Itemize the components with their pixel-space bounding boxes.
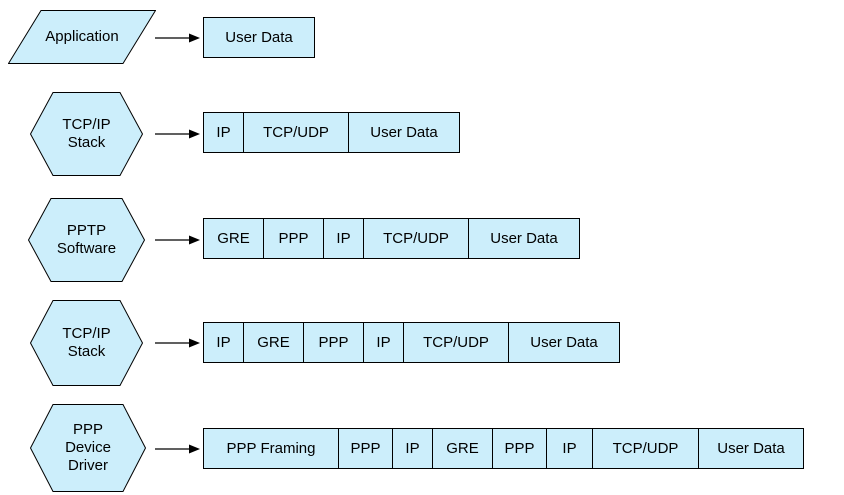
flow-arrow-ppp-device-driver-icon: [155, 442, 201, 460]
packet-field: PPP: [493, 429, 547, 468]
packet-field: IP: [204, 323, 244, 362]
packet-field: IP: [364, 323, 404, 362]
flow-arrow-application-icon: [155, 31, 201, 49]
stage-label-ppp-device-driver: PPP Device Driver: [65, 421, 111, 474]
flow-arrow-tcpip-stack-1-icon: [155, 127, 201, 145]
packet-field: PPP: [339, 429, 393, 468]
packet-field: GRE: [244, 323, 304, 362]
stage-label-pptp-software: PPTP Software: [56, 222, 117, 257]
flow-arrow-pptp-software-icon: [155, 233, 201, 251]
stage-shape-ppp-device-driver: PPP Device Driver: [30, 404, 146, 492]
packet-field: IP: [547, 429, 593, 468]
packet-field: TCP/UDP: [244, 113, 349, 152]
packet-field: PPP: [264, 219, 324, 258]
packet-field: IP: [324, 219, 364, 258]
packet-field: IP: [204, 113, 244, 152]
packet-field: PPP Framing: [204, 429, 339, 468]
flow-arrow-tcpip-stack-2-icon: [155, 336, 201, 354]
packet-field: User Data: [225, 29, 293, 46]
packet-field: IP: [393, 429, 433, 468]
packet-field: User Data: [530, 334, 598, 351]
stage-label-tcpip-stack-1: TCP/IP Stack: [62, 116, 111, 151]
packet-field: PPP: [304, 323, 364, 362]
packet-field: User Data: [490, 230, 558, 247]
packet-strip-application: User Data: [203, 17, 315, 58]
packet-field: User Data: [717, 440, 785, 457]
packet-field: TCP/UDP: [404, 323, 509, 362]
packet-field: GRE: [433, 429, 493, 468]
packet-field: GRE: [204, 219, 264, 258]
stage-shape-tcpip-stack-2: TCP/IP Stack: [30, 300, 143, 386]
packet-field: TCP/UDP: [593, 429, 699, 468]
stage-label-tcpip-stack-2: TCP/IP Stack: [62, 325, 111, 360]
stage-label-application: Application: [45, 28, 119, 46]
packet-field: User Data: [370, 124, 438, 141]
stage-shape-application: Application: [8, 10, 156, 64]
packet-field: TCP/UDP: [364, 219, 469, 258]
stage-shape-tcpip-stack-1: TCP/IP Stack: [30, 92, 143, 176]
stage-shape-pptp-software: PPTP Software: [28, 198, 145, 282]
